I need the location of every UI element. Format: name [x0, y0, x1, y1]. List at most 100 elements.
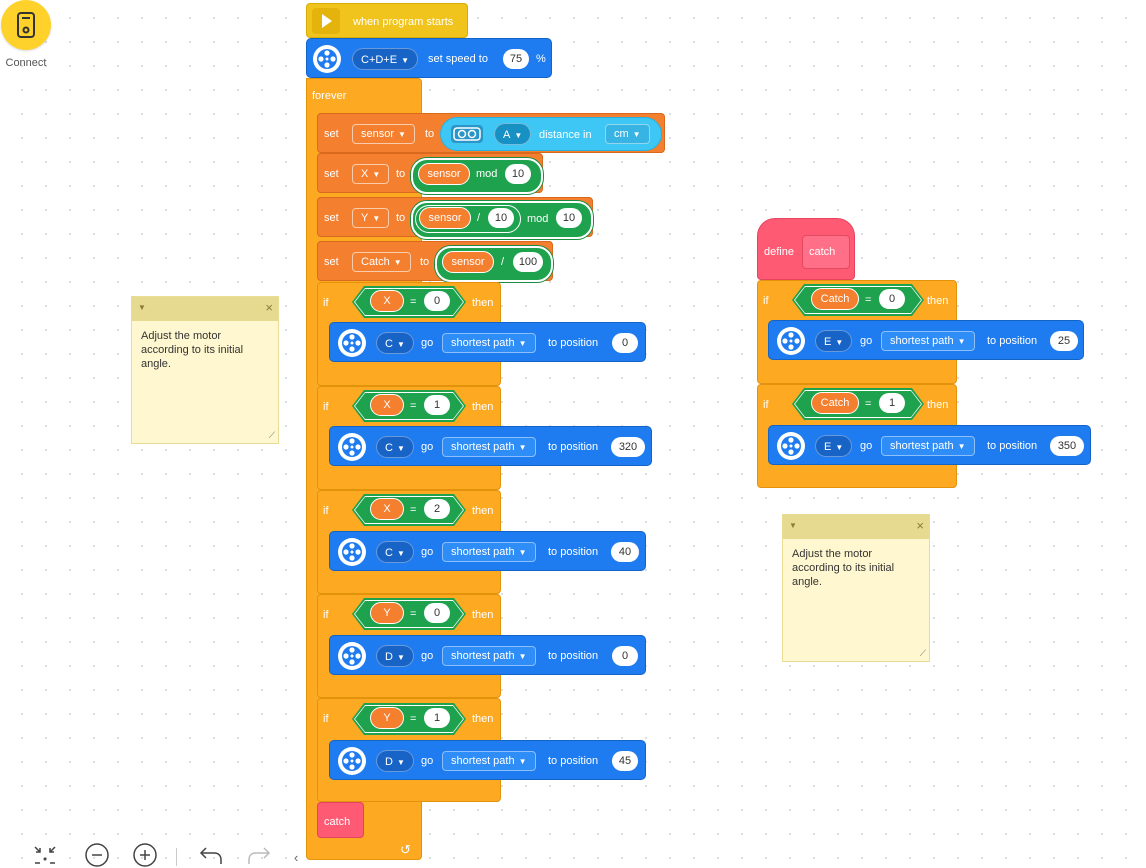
divide-operator-reporter[interactable]: sensor / 100 — [435, 246, 553, 282]
number-input[interactable]: 10 — [488, 208, 514, 228]
unit-dropdown[interactable]: cm▼ — [605, 124, 650, 144]
motor-port-dropdown[interactable]: E▼ — [815, 330, 853, 352]
position-input[interactable]: 350 — [1050, 436, 1084, 456]
x-variable-pill[interactable]: X — [370, 394, 404, 416]
path-dropdown[interactable]: shortest path▼ — [442, 542, 536, 562]
speed-input[interactable]: 75 — [503, 49, 529, 69]
variable-dropdown-x[interactable]: X▼ — [352, 164, 390, 184]
mod-operator-reporter[interactable]: sensor mod 10 — [411, 158, 543, 194]
define-catch-block[interactable]: define catch — [757, 218, 855, 280]
note-header[interactable]: ▼ × — [783, 515, 929, 539]
value-input[interactable]: 1 — [424, 395, 450, 415]
x-variable-pill[interactable]: X — [370, 498, 404, 520]
motor-icon — [338, 433, 366, 461]
operator-label: / — [477, 212, 481, 224]
motor-port-dropdown[interactable]: D▼ — [376, 750, 414, 772]
note-header[interactable]: ▼ × — [132, 297, 278, 321]
ports-dropdown[interactable]: C+D+E▼ — [352, 48, 418, 70]
catch-variable-pill[interactable]: Catch — [811, 392, 859, 414]
when-program-starts-block[interactable]: when program starts — [306, 3, 468, 38]
chevron-left-icon[interactable]: ‹ — [294, 850, 299, 865]
if-keyword: if — [323, 505, 329, 517]
position-input[interactable]: 320 — [611, 437, 645, 457]
distance-sensor-reporter[interactable]: A▼ distance in cm▼ — [440, 117, 662, 151]
path-dropdown[interactable]: shortest path▼ — [442, 646, 536, 666]
number-input[interactable]: 100 — [513, 252, 543, 272]
position-input[interactable]: 0 — [612, 646, 638, 666]
value-input[interactable]: 0 — [879, 289, 905, 309]
x-variable-pill[interactable]: X — [370, 290, 404, 312]
position-input[interactable]: 0 — [612, 333, 638, 353]
motor-go-to-position-block[interactable]: D▼ go shortest path▼ to position 0 — [329, 635, 646, 675]
motor-port-dropdown[interactable]: C▼ — [376, 332, 414, 354]
value-input[interactable]: 2 — [424, 499, 450, 519]
sensor-port-dropdown[interactable]: A▼ — [494, 123, 532, 145]
catch-variable-pill[interactable]: Catch — [811, 288, 859, 310]
divide-operator-reporter[interactable]: sensor / 10 — [415, 205, 521, 233]
value-input[interactable]: 1 — [424, 708, 450, 728]
variable-dropdown-catch[interactable]: Catch▼ — [352, 252, 411, 272]
set-y-block[interactable]: set Y▼ to sensor / 10 mod 10 — [317, 197, 593, 239]
sensor-variable-pill[interactable]: sensor — [419, 207, 471, 229]
motor-go-to-position-block[interactable]: C▼ go shortest path▼ to position 0 — [329, 322, 646, 362]
motor-port-value: C — [385, 442, 393, 454]
zoom-in-button[interactable] — [132, 842, 158, 868]
path-dropdown[interactable]: shortest path▼ — [442, 437, 536, 457]
equals-label: = — [865, 398, 872, 410]
path-dropdown[interactable]: shortest path▼ — [442, 751, 536, 771]
variable-dropdown-y[interactable]: Y▼ — [352, 208, 390, 228]
motor-port-dropdown[interactable]: D▼ — [376, 645, 414, 667]
y-variable-pill[interactable]: Y — [370, 602, 404, 624]
note-text[interactable]: Adjust the motor according to its initia… — [792, 548, 895, 588]
resize-handle-icon[interactable]: ⟋ — [268, 430, 275, 440]
motor-go-to-position-block[interactable]: D▼ go shortest path▼ to position 45 — [329, 740, 646, 780]
path-dropdown[interactable]: shortest path▼ — [881, 436, 975, 456]
catch-call-block[interactable]: catch — [317, 802, 364, 838]
y-variable-pill[interactable]: Y — [370, 707, 404, 729]
comment-note[interactable]: ▼ × Adjust the motor according to its in… — [782, 514, 930, 662]
comment-note[interactable]: ▼ × Adjust the motor according to its in… — [131, 296, 279, 444]
sensor-variable-pill[interactable]: sensor — [418, 163, 470, 185]
collapse-icon[interactable]: ▼ — [789, 521, 797, 530]
variable-name: Y — [361, 212, 369, 224]
path-dropdown[interactable]: shortest path▼ — [442, 333, 536, 353]
collapse-icon[interactable]: ▼ — [138, 303, 146, 312]
motor-go-to-position-block[interactable]: E▼ go shortest path▼ to position 350 — [768, 425, 1091, 465]
sensor-variable-pill[interactable]: sensor — [442, 251, 494, 273]
set-sensor-block[interactable]: set sensor▼ to A▼ distance in cm▼ — [317, 113, 665, 153]
number-input[interactable]: 10 — [505, 164, 531, 184]
set-x-block[interactable]: set X▼ to sensor mod 10 — [317, 153, 543, 194]
resize-handle-icon[interactable]: ⟋ — [919, 648, 926, 658]
if-keyword: if — [323, 297, 329, 309]
mod-operator-reporter[interactable]: sensor / 10 mod 10 — [411, 201, 593, 239]
motor-port-dropdown[interactable]: E▼ — [815, 435, 853, 457]
motor-port-dropdown[interactable]: C▼ — [376, 541, 414, 563]
position-input[interactable]: 45 — [612, 751, 638, 771]
close-icon[interactable]: × — [265, 300, 273, 315]
then-keyword: then — [927, 295, 949, 307]
motor-go-to-position-block[interactable]: E▼ go shortest path▼ to position 25 — [768, 320, 1084, 360]
motor-port-dropdown[interactable]: C▼ — [376, 436, 414, 458]
undo-button[interactable] — [198, 842, 224, 868]
value-input[interactable]: 0 — [424, 603, 450, 623]
catch-prototype[interactable]: catch — [802, 235, 850, 269]
zoom-out-button[interactable] — [84, 842, 110, 868]
close-icon[interactable]: × — [916, 518, 924, 533]
set-speed-block[interactable]: C+D+E▼ set speed to 75 % — [306, 38, 552, 78]
value-input[interactable]: 0 — [424, 291, 450, 311]
value-input[interactable]: 1 — [879, 393, 905, 413]
position-input[interactable]: 40 — [611, 542, 639, 562]
position-input[interactable]: 25 — [1050, 331, 1078, 351]
redo-button[interactable] — [246, 842, 272, 868]
number-input[interactable]: 10 — [556, 208, 582, 228]
set-catch-block[interactable]: set Catch▼ to sensor / 100 — [317, 241, 553, 282]
motor-go-to-position-block[interactable]: C▼ go shortest path▼ to position 40 — [329, 531, 646, 571]
path-dropdown[interactable]: shortest path▼ — [881, 331, 975, 351]
motor-go-to-position-block[interactable]: C▼ go shortest path▼ to position 320 — [329, 426, 652, 466]
note-text[interactable]: Adjust the motor according to its initia… — [141, 330, 244, 370]
collapse-view-icon[interactable] — [32, 842, 58, 868]
variable-dropdown-sensor[interactable]: sensor▼ — [352, 124, 415, 144]
connect-button[interactable]: Connect — [0, 0, 52, 70]
motor-icon — [338, 642, 366, 670]
catch-name-label: catch — [809, 246, 836, 258]
